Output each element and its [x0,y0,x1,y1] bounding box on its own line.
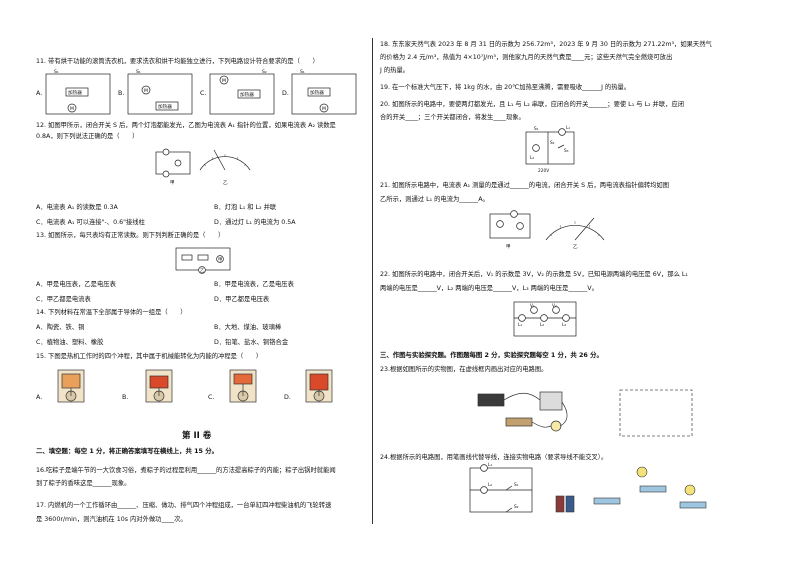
q24-s1-label: S₁ [514,482,519,488]
q13-jia-meter-label: 甲 [218,257,222,263]
q16-line2: 到了粽子的香味这是______现象。 [36,480,131,487]
q13-option-c: C．甲乙都是电流表 [36,296,91,303]
q11-a-s1-label: S₁ [54,69,59,75]
q21-line2: 乙所示，则通过 L₁ 的电流为______A。 [380,196,489,203]
q13-yi-meter-label: 乙 [200,267,205,274]
q16-line1: 16.吃粽子是端午节的一大饮食习俗，煮粽子的过程是利用______的方法提高粽子… [36,467,336,474]
q20-figure: S₁ L₁ S₂ S₃ L₂ 220V [520,124,584,180]
q15-figures [48,366,348,412]
q12-line1: 12. 如图甲所示，闭合开关 S 后，两个灯泡都能发光，乙图为电流表 A₁ 指针… [36,122,336,129]
q15-text: 15. 下图是热机工作时的四个冲程，其中属于机械能转化为内能的冲程是（ ） [36,353,263,360]
q12-fig-jia-label: 甲 [170,180,175,186]
q19-text: 19. 在一个标准大气压下，将 1kg 的水，由 20℃加热至沸腾，需要吸收__… [380,84,631,91]
q17-line1: 17. 内燃机的一个工作循环由______、压缩、做功、排气四个冲程组成，一台单… [36,502,332,509]
q24-circuit-and-parts: L₁ L₂ S₁ S₂ [469,462,707,513]
q23-real-circuit [477,389,693,437]
q18-line3: J 的热量。 [380,67,410,74]
q22-line1: 22. 如图所示的电路中，闭合开关后，V₁ 的示数是 3V，V₂ 的示数是 5V… [380,271,688,278]
q21-fig-jia-label: 甲 [506,244,511,250]
q20-voltage-label: 220V [538,168,549,174]
q14-option-a: A．陶瓷、铁、铜 [36,324,85,331]
q11-option-c: C. [200,90,207,97]
q14-option-c: C．植物油、塑料、橡胶 [36,339,104,346]
q20-line1: 20. 如图所示的电路中，要使两灯都发光，且 L₁ 与 L₂ 串联，应闭合的开关… [380,101,685,108]
q12-line2: 0.8A，则下列说法正确的是（ ） [36,133,139,140]
q13-option-b: B．甲是电流表，乙是电压表 [214,281,294,288]
q18-line2: 的价格为 2.4 元/m³，热值为 4×10⁷J/m³，则他家九月的天然气费是_… [380,54,673,61]
q11-d-motor-label: M [322,106,326,112]
q14-option-d: D．铅笔、盐水、铜铬合金 [214,339,289,346]
q11-c-heater-label: 加热器 [240,91,254,98]
q13-option-d: D．甲乙都是电压表 [214,296,270,303]
q23-answer-box [619,389,693,437]
q21-circuit-and-ammeter: 甲 乙 [489,210,605,250]
q11-a-motor-label: M [70,106,74,112]
q15-option-a: A. [36,394,43,401]
q15-option-d: D. [284,394,291,401]
q22-line2: 两端的电压是______V，L₂ 两端的电压是______V，L₃ 两端的电压是… [380,285,598,292]
q11-b-motor-label: M [144,88,148,94]
q20-s3-label: S₃ [564,148,569,154]
q12-option-a: A．电流表 A₁ 的读数是 0.3A [36,204,118,211]
q21-fig-yi-label: 乙 [573,243,578,250]
section3-heading: 三、作图与实验探究题。作图题每图 2 分，实验探究题每空 1 分，共 26 分。 [380,351,603,359]
q20-l1-label: L₁ [566,125,570,131]
q12-option-c: C．电流表 A₁ 可以连接"-、0.6"接线柱 [36,219,145,226]
q11-c-s2-label: S₂ [262,69,267,75]
q22-l3-label: L₃ [562,322,566,328]
q12-figure: 甲 乙 [152,144,256,190]
q11-b-heater-label: 加热器 [158,103,172,110]
q17-line2: 是 3600r/min，则汽油机在 10s 内对外做功____次。 [36,516,187,523]
q11-option-b: B. [118,90,125,97]
q18-line1: 18. 东东家天然气表 2023 年 8 月 31 日的示数为 256.72m³… [380,41,712,48]
q11-d-heater-label: 加热器 [310,89,324,96]
q24-figure: L₁ L₂ S₁ S₂ [464,462,724,524]
q23-text: 23.根据如图所示的实物图，在虚线框内画出对应的电路图。 [380,366,548,373]
q15-engine-strokes [57,369,333,403]
q20-circuit: S₁ L₁ S₂ S₃ L₂ 220V [525,125,575,174]
q11-circuit-diagrams: S₁ 加热器 M S₁ M 加热器 M 加热器 S₂ 加热器 M S₁ [45,69,357,115]
q11-b-s1-label: S₁ [136,69,141,75]
q23-figure [470,384,720,448]
q11-figures: S₁ 加热器 M S₁ M 加热器 M 加热器 S₂ 加热器 M S₁ [36,68,366,122]
q15-option-b: B. [122,394,129,401]
q22-circuit: V₁ V₂ L₁ L₂ L₃ [513,301,577,337]
q24-l1-label: L₁ [488,462,492,468]
q14-option-b: B．大地、煤油、玻璃棒 [214,324,282,331]
q12-fig-yi-label: 乙 [223,179,228,186]
q11-text: 11. 带有烘干功能的滚筒洗衣机，要求洗衣和烘干均能独立进行，下列电路设计符合要… [36,58,319,65]
q11-option-d: D. [282,90,289,97]
q20-s1-label: S₁ [534,126,539,132]
q11-a-heater-label: 加热器 [68,89,82,96]
q15-option-c: C. [208,394,215,401]
q12-circuit-and-ammeter: 甲 乙 [155,148,251,186]
q20-line2: 合的开关____；三个开关都闭合，将发生____现象。 [380,114,525,121]
q11-d-s1-label: S₁ [300,69,305,75]
q13-option-a: A．甲是电压表，乙是电压表 [36,281,116,288]
q21-figure: 甲 乙 [480,206,620,254]
q12-option-d: D．通过灯 L₁ 的电流为 0.5A [214,219,296,226]
column-divider [372,38,373,524]
q24-l2-label: L₂ [488,482,492,488]
q22-figure: V₁ V₂ L₁ L₂ L₃ [508,294,582,348]
q13-circuit: 甲 乙 [175,247,231,274]
q14-text: 14. 下列材料在常温下全部属于导体的一组是（ ） [36,309,187,316]
q11-option-a: A. [36,90,43,97]
q21-line1: 21. 如图所示电路中，电流表 A₁ 测量的是通过______的电流，闭合开关 … [380,182,670,189]
section2-heading: 二、填空题：每空 1 分，将正确答案填写在横线上，共 15 分。 [36,447,219,455]
q22-l1-label: L₁ [518,322,522,328]
q24-s2-label: S₂ [514,504,519,510]
q13-figure: 甲 乙 [172,242,236,280]
q20-l2-label: L₂ [530,155,534,161]
q20-s2-label: S₂ [550,140,555,146]
q22-v1-label: V₁ [530,303,535,309]
q24-text: 24.根据所示的电路图，用笔画线代替导线，连接实物电路（要求导线不能交叉）。 [380,454,608,461]
part2-title: 第 II 卷 [182,431,212,441]
q22-v2-label: V₂ [552,303,557,309]
q11-c-motor-label: M [222,78,226,84]
q13-text: 13. 如图所示，每只表均有正常读数。则下列判断正确的是（ ） [36,232,225,239]
q22-l2-label: L₂ [540,322,544,328]
q12-option-b: B．灯泡 L₁ 和 L₂ 并联 [214,204,277,211]
